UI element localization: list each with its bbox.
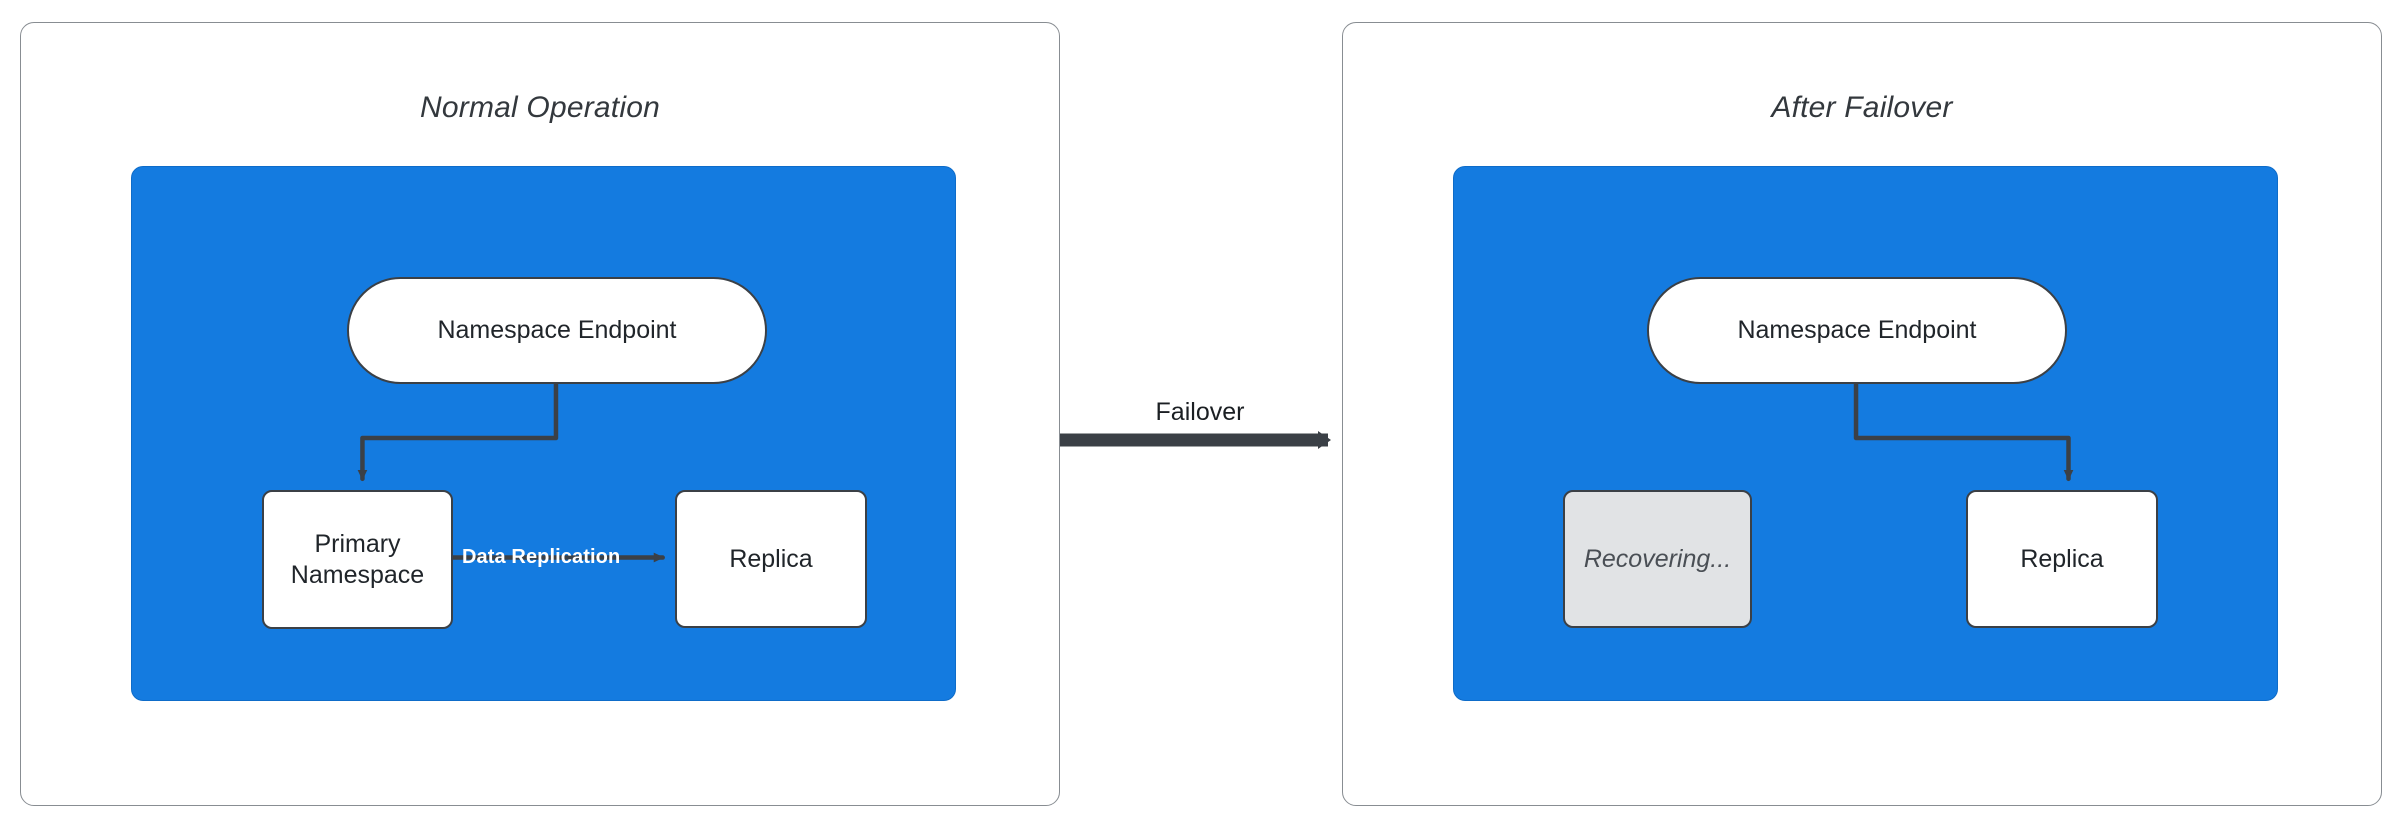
edge-endpoint-to-replica: [1853, 380, 2074, 482]
edge-endpoint-to-primary: [357, 380, 559, 482]
panel-after-failover: After Failover Namespace Endpoint Recove…: [1342, 22, 2382, 806]
node-primary-namespace[interactable]: Primary Namespace: [262, 490, 453, 629]
cluster-box-normal-operation: Namespace Endpoint Primary Namespace Rep…: [131, 166, 956, 701]
node-namespace-endpoint-failover[interactable]: Namespace Endpoint: [1647, 277, 2067, 384]
node-primary-namespace-line2: Namespace: [290, 560, 425, 589]
node-recovering[interactable]: Recovering...: [1563, 490, 1752, 628]
panel-title-after-failover: After Failover: [1771, 91, 1953, 124]
failover-transition-label: Failover: [1155, 398, 1245, 426]
failover-transition-arrow: [1060, 431, 1331, 449]
panel-normal-operation: Normal Operation Namespace Endpoint: [20, 22, 1060, 806]
edge-label-data-replication: Data Replication: [462, 546, 621, 568]
node-primary-namespace-line1: Primary: [314, 530, 401, 558]
cluster-box-after-failover: Namespace Endpoint Recovering... Replica: [1453, 166, 2278, 701]
node-replica-normal[interactable]: Replica: [675, 490, 867, 628]
node-namespace-endpoint-normal[interactable]: Namespace Endpoint: [347, 277, 767, 384]
node-replica-failover[interactable]: Replica: [1966, 490, 2158, 628]
panel-title-normal-operation: Normal Operation: [420, 91, 660, 124]
